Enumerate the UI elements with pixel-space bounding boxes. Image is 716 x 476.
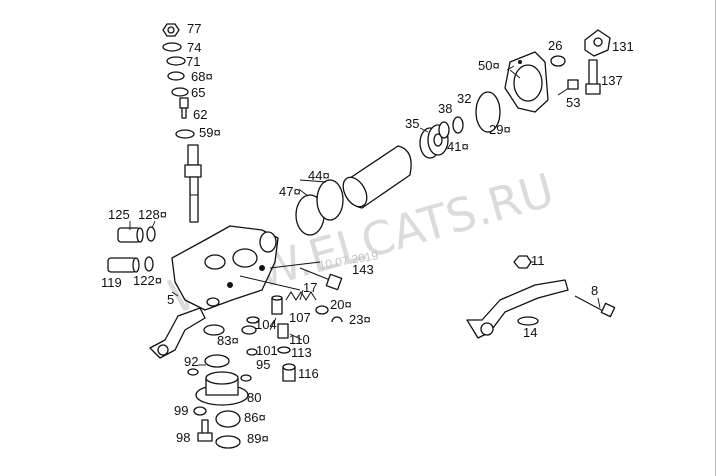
callout-101: 101 (256, 343, 278, 358)
callout-143: 143 (352, 262, 374, 277)
callout-83: 83¤ (217, 333, 239, 348)
washer-65 (171, 87, 189, 97)
seal-32 (475, 91, 501, 133)
callout-5: 5 (167, 292, 174, 307)
bracket-131 (584, 29, 611, 57)
fitting-125 (117, 227, 144, 243)
washer-20 (315, 305, 329, 315)
nut-77 (162, 23, 180, 37)
callout-29: 29¤ (489, 122, 511, 137)
washer-59 (175, 129, 195, 139)
washer-41 (452, 116, 464, 134)
nut-11 (513, 255, 532, 269)
callout-99: 99 (174, 403, 188, 418)
callout-110: 110 (289, 332, 310, 347)
callout-80: 80 (247, 390, 261, 405)
callout-8: 8 (591, 283, 598, 298)
callout-47: 47¤ (279, 184, 301, 199)
callout-38: 38 (438, 101, 452, 116)
callout-74: 74 (187, 40, 201, 55)
callout-17: 17 (303, 280, 317, 295)
callout-86: 86¤ (244, 410, 266, 425)
callout-65: 65 (191, 85, 205, 100)
callout-11: 11 (531, 253, 545, 268)
washer-26 (550, 55, 566, 67)
callout-113: 113 (291, 345, 312, 360)
seal-83 (203, 324, 225, 336)
callout-92: 92 (184, 354, 198, 369)
callout-137: 137 (601, 73, 623, 88)
washer-small (187, 368, 199, 376)
callout-41: 41¤ (447, 139, 469, 154)
shaft-column (184, 144, 202, 223)
washer-74 (162, 42, 182, 52)
washer-14 (517, 316, 539, 326)
callout-26: 26 (548, 38, 562, 53)
ring-113 (277, 346, 291, 354)
callout-119: 119 (101, 275, 122, 290)
end-cover-50 (504, 51, 549, 113)
washer-104 (246, 316, 260, 324)
callout-95: 95 (256, 357, 270, 372)
callout-14: 14 (523, 325, 537, 340)
callout-98: 98 (176, 430, 190, 445)
bolt-107-stack (271, 295, 283, 315)
callout-68: 68¤ (191, 69, 213, 84)
seal-128 (146, 226, 156, 242)
callout-131: 131 (612, 39, 634, 54)
plug-110 (277, 323, 289, 339)
callout-23: 23¤ (349, 312, 371, 327)
callout-44: 44¤ (308, 168, 330, 183)
callout-122: 122¤ (133, 273, 162, 288)
washer-101 (246, 348, 258, 356)
callout-77: 77 (187, 21, 201, 36)
callout-104: 104 (255, 317, 277, 332)
callout-89: 89¤ (247, 431, 269, 446)
bolt-53 (557, 79, 579, 96)
callout-128: 128¤ (138, 207, 167, 222)
callout-20: 20¤ (330, 297, 352, 312)
bolt-137 (585, 59, 601, 95)
callout-labels: 77 74 71 68¤ 65 62 59¤ 125 128¤ 119 122¤… (101, 21, 634, 446)
washer-99 (193, 406, 207, 416)
clip-23 (331, 316, 343, 323)
callout-125: 125 (108, 207, 130, 222)
callout-71: 71 (186, 54, 200, 69)
pitman-arm (149, 307, 206, 359)
washer-104b (241, 325, 257, 335)
washer-71 (166, 56, 186, 66)
fitting-119 (107, 257, 140, 273)
ring-38 (438, 121, 450, 139)
seal-86 (215, 410, 241, 428)
bolt-62 (179, 97, 189, 119)
ring-92 (204, 354, 230, 368)
callout-59: 59¤ (199, 125, 221, 140)
bolt-98 (197, 419, 213, 442)
callout-62: 62 (193, 107, 207, 122)
bolt-8 (574, 295, 616, 318)
washer-95 (240, 374, 252, 382)
callout-35: 35 (405, 116, 419, 131)
seal-89 (215, 435, 241, 449)
spring-17 (285, 291, 317, 301)
callout-50: 50¤ (478, 58, 500, 73)
cylinder-tube (342, 145, 412, 209)
bolt-143 (299, 267, 343, 291)
steering-gear-housing-5 (171, 225, 279, 311)
callout-53: 53 (566, 95, 580, 110)
callout-107: 107 (289, 310, 311, 325)
ring-68 (167, 71, 185, 81)
leader-lines (129, 65, 601, 366)
cover-80 (195, 371, 249, 406)
callout-32: 32 (457, 91, 471, 106)
callout-116: 116 (298, 366, 319, 381)
idler-arm (466, 279, 569, 339)
plug-116 (282, 363, 296, 382)
ring-44 (316, 179, 344, 221)
seal-122 (144, 256, 154, 272)
